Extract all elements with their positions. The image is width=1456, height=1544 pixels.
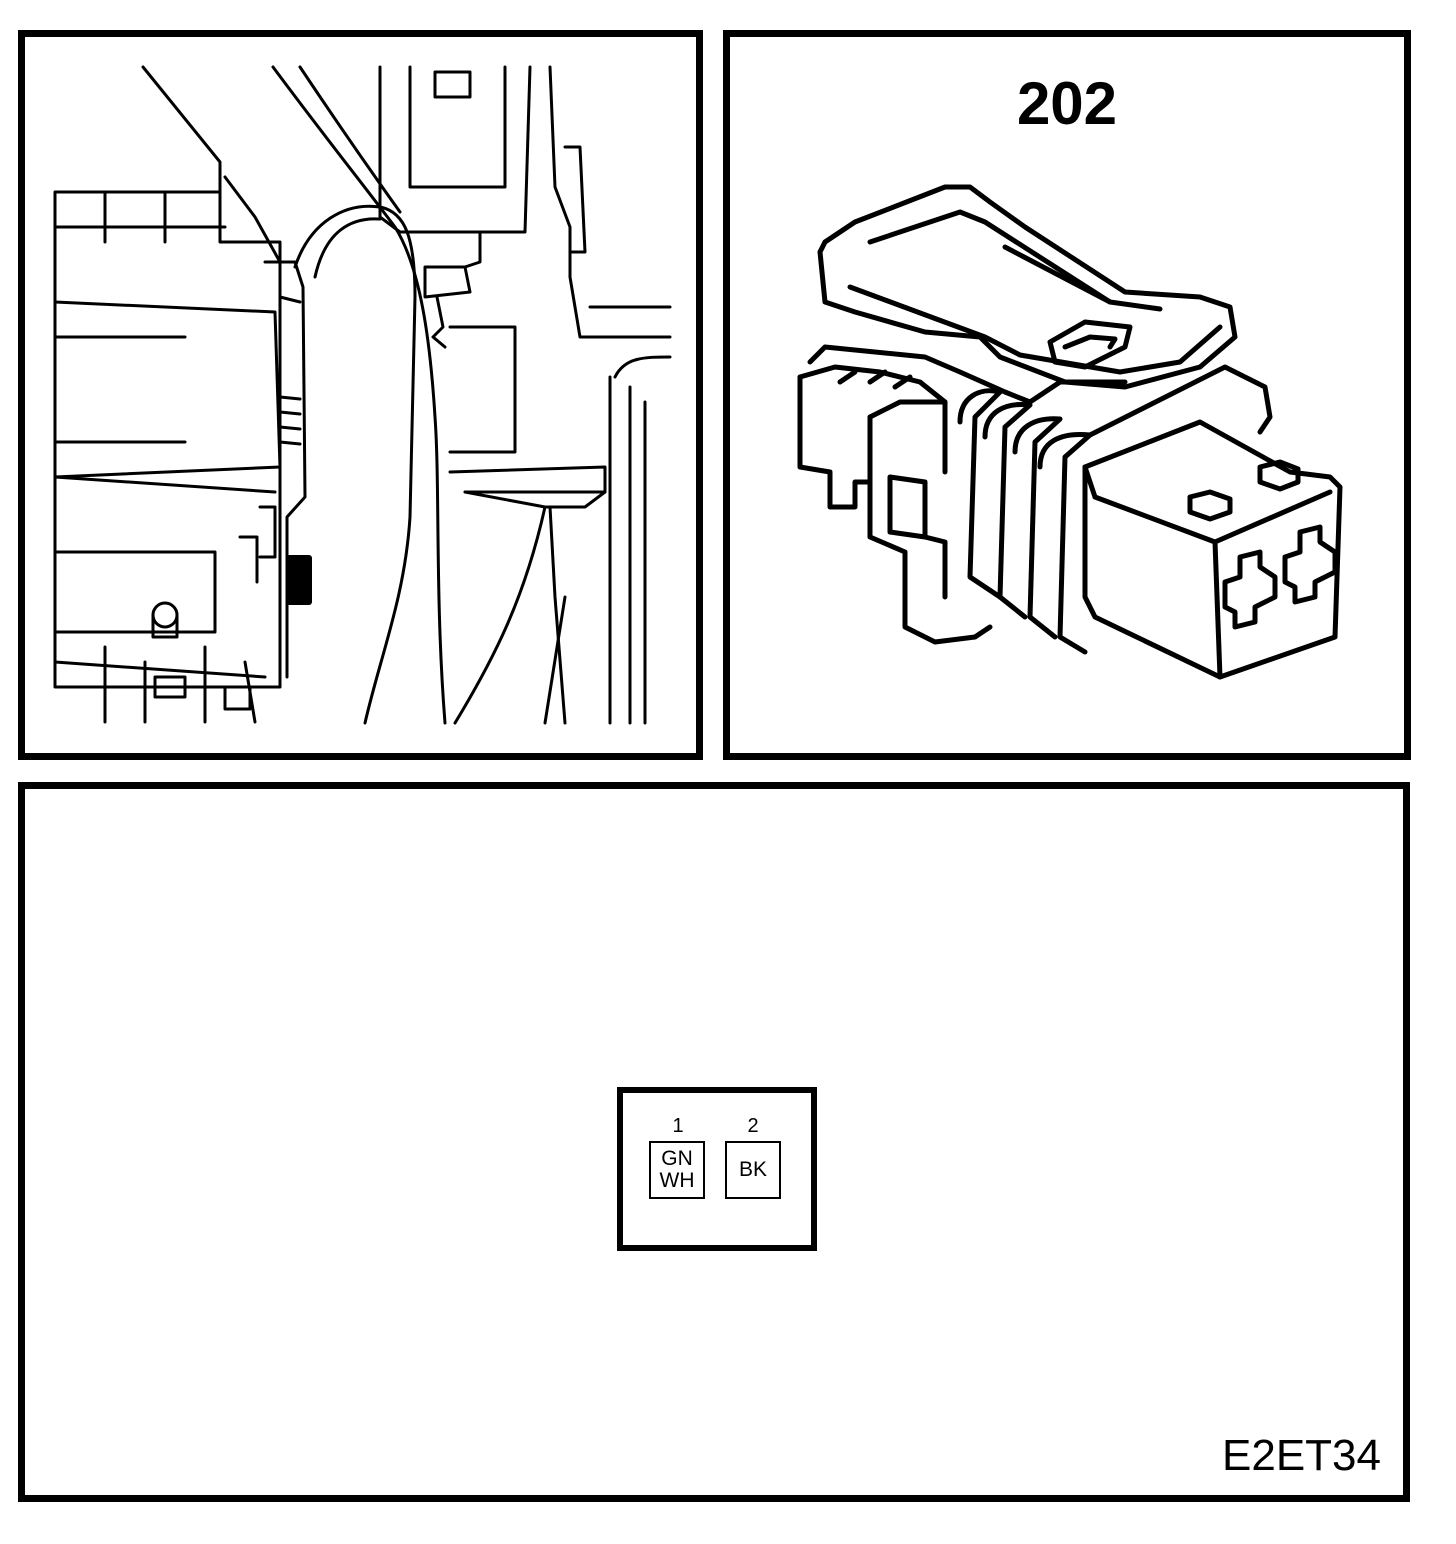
diagram-code: E2ET34 [1222,1431,1381,1480]
connector-face: 1 2 GN WH BK [617,1087,817,1251]
connector-drawing [797,184,1343,680]
wire-color: GN [661,1147,693,1170]
pin-2-cavity: BK [725,1141,781,1199]
pin-number: 1 [672,1115,684,1137]
pin-number: 2 [747,1115,759,1137]
wire-color: BK [738,1158,767,1181]
engine-bay-drawing [53,65,672,725]
wire-color: WH [659,1169,695,1192]
connector-location-marker [286,555,312,605]
connector-illustration-panel: 202 [723,30,1411,760]
pinout-panel: 1 2 GN WH BK E2ET34 [18,782,1410,1502]
pin-1-cavity: GN WH [649,1141,705,1199]
connector-number: 202 [1016,70,1118,137]
location-view-panel [18,30,703,760]
